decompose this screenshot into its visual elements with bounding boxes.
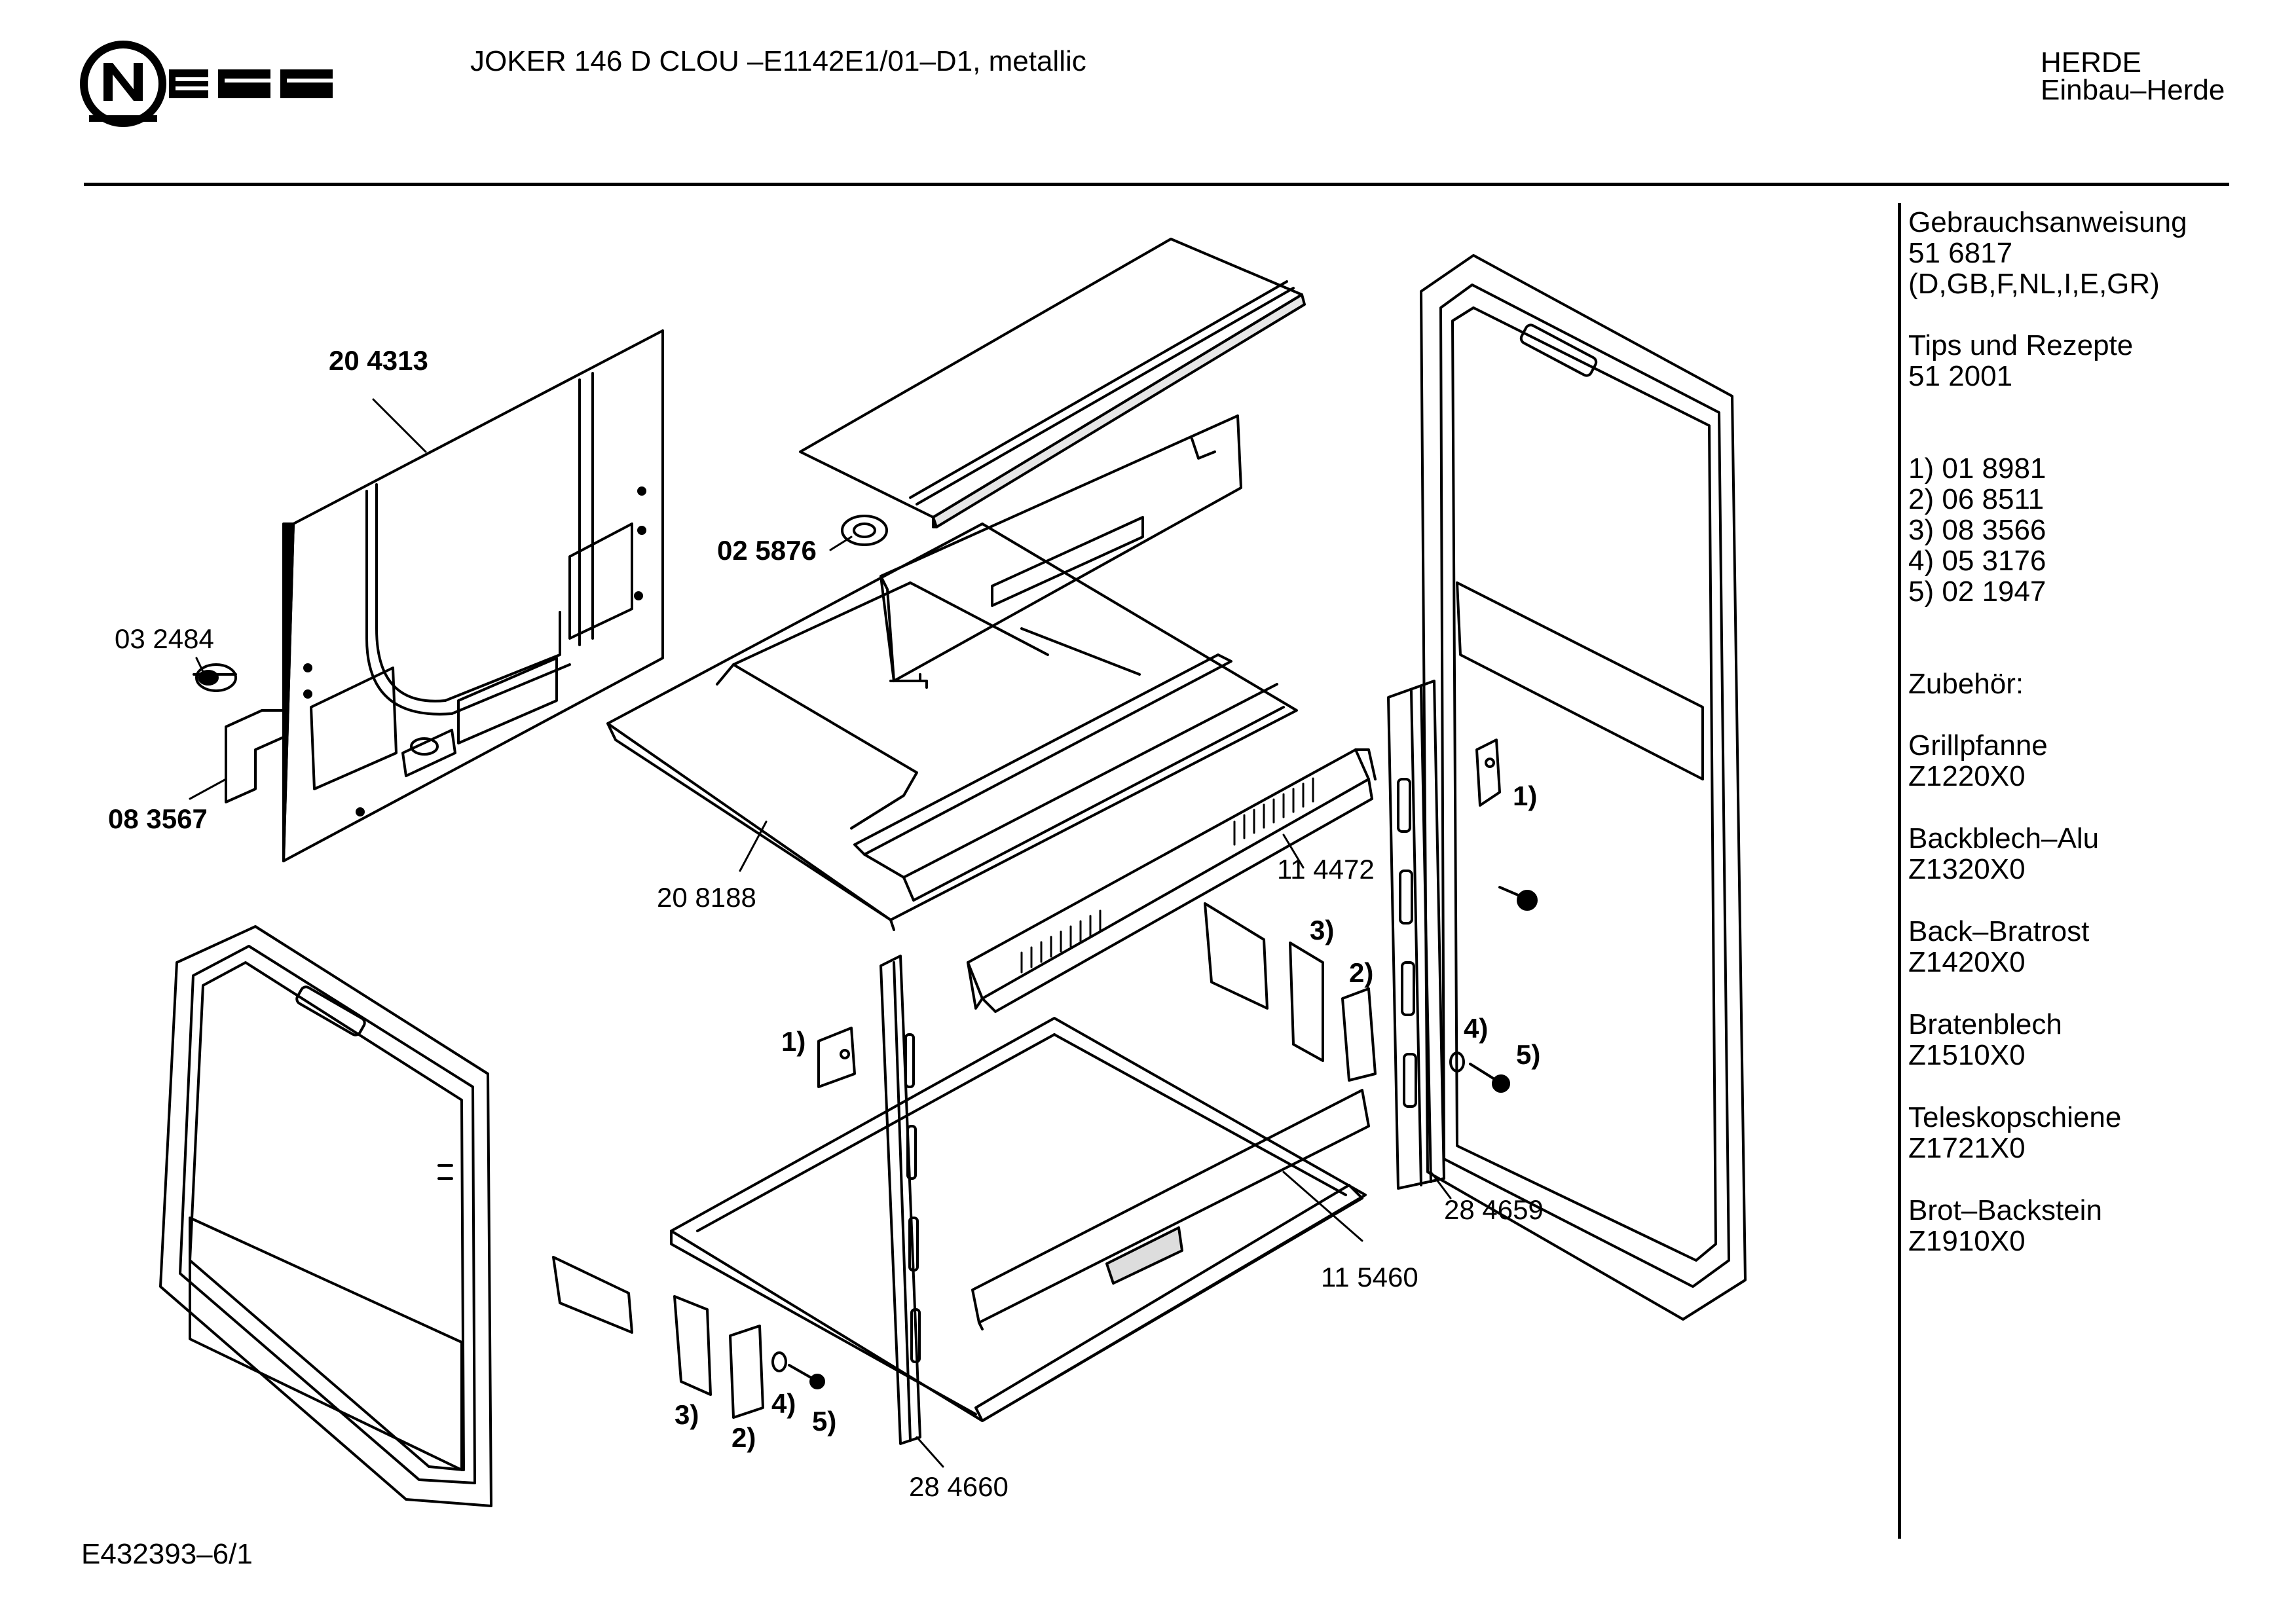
front-rail <box>971 1089 1370 1330</box>
callout-label: 4) <box>771 1388 796 1419</box>
door-left <box>159 925 492 1507</box>
neff-logo <box>80 41 333 127</box>
top-panel <box>799 238 1306 528</box>
accessory-code: Z1721X0 <box>1908 1132 2026 1164</box>
washer-right <box>1449 1052 1510 1093</box>
part-label: 03 2484 <box>115 623 214 654</box>
accessory-code: Z1220X0 <box>1908 760 2026 792</box>
callout-label: 2) <box>1349 957 1373 988</box>
bottom-frame <box>670 1017 1367 1422</box>
small-bracket-left <box>817 1027 856 1088</box>
part-label: 11 4472 <box>1277 854 1375 885</box>
info-column: Gebrauchsanweisung 51 6817 (D,GB,F,NL,I,… <box>1908 207 2187 1256</box>
small-part: 5) 02 1947 <box>1908 576 2046 608</box>
accessory-code: Z1510X0 <box>1908 1039 2026 1071</box>
manual-title: Gebrauchsanweisung <box>1908 206 2187 238</box>
small-part: 2) 06 8511 <box>1908 483 2045 515</box>
callout-label: 2) <box>731 1422 756 1453</box>
part-label: 11 5460 <box>1321 1262 1418 1292</box>
category-label: HERDE <box>2041 46 2142 79</box>
bracket-3-right <box>1204 902 1377 1082</box>
washer-left <box>771 1351 825 1389</box>
leader-lines <box>189 398 1452 1468</box>
clip-ring <box>841 515 888 546</box>
small-bracket-right <box>1475 739 1501 807</box>
small-part: 4) 05 3176 <box>1908 545 2046 577</box>
part-label: 08 3567 <box>108 803 208 834</box>
sidebar-divider <box>1898 203 1901 1539</box>
runner-left <box>880 955 921 1445</box>
part-label: 28 4660 <box>909 1471 1009 1502</box>
header-rule <box>84 183 2229 186</box>
callout-label: 1) <box>1513 780 1537 811</box>
accessories-title: Zubehör: <box>1908 668 2024 700</box>
small-part: 3) 08 3566 <box>1908 514 2046 546</box>
bracket-part <box>225 709 286 803</box>
accessory-code: Z1910X0 <box>1908 1225 2026 1257</box>
part-label: 20 4313 <box>329 345 428 376</box>
callout-label: 4) <box>1464 1013 1488 1044</box>
recipes-number: 51 2001 <box>1908 360 2013 392</box>
accessory-name: Back–Bratrost <box>1908 915 2090 947</box>
inner-tray <box>606 522 1298 931</box>
part-label: 02 5876 <box>717 535 817 566</box>
exploded-diagram: 20 4313 02 5876 03 2484 08 3567 20 8188 … <box>108 238 1747 1507</box>
callout-label: 5) <box>812 1406 836 1437</box>
control-panel <box>880 414 1242 689</box>
callout-label: 1) <box>781 1026 805 1057</box>
recipes-title: Tips und Rezepte <box>1908 329 2134 361</box>
callout-label: 3) <box>675 1399 699 1430</box>
door-right <box>1420 254 1747 1321</box>
model-title: JOKER 146 D CLOU –E1142E1/01–D1, metalli… <box>470 45 1086 77</box>
accessory-name: Grillpfanne <box>1908 729 2048 761</box>
accessory-code: Z1420X0 <box>1908 946 2026 978</box>
clip-part <box>193 663 237 692</box>
accessory-name: Brot–Backstein <box>1908 1194 2102 1226</box>
accessory-name: Backblech–Alu <box>1908 822 2100 854</box>
accessory-name: Teleskopschiene <box>1908 1101 2122 1133</box>
small-part: 1) 01 8981 <box>1908 452 2046 485</box>
manual-number: 51 6817 <box>1908 237 2013 269</box>
accessory-code: Z1320X0 <box>1908 853 2026 885</box>
bracket-3-left <box>552 1256 764 1419</box>
accessory-name: Bratenblech <box>1908 1008 2062 1040</box>
callout-label: 3) <box>1310 915 1334 945</box>
subcategory-label: Einbau–Herde <box>2041 74 2225 106</box>
document-id: E432393–6/1 <box>81 1538 253 1570</box>
side-panel-left <box>282 329 664 862</box>
callout-label: 5) <box>1516 1039 1540 1070</box>
part-label: 28 4659 <box>1444 1194 1544 1225</box>
screw-right-top <box>1498 886 1538 911</box>
part-label: 20 8188 <box>657 882 756 913</box>
manual-languages: (D,GB,F,NL,I,E,GR) <box>1908 268 2160 300</box>
runner-right <box>1387 680 1445 1190</box>
side-rail-right <box>967 748 1377 1013</box>
